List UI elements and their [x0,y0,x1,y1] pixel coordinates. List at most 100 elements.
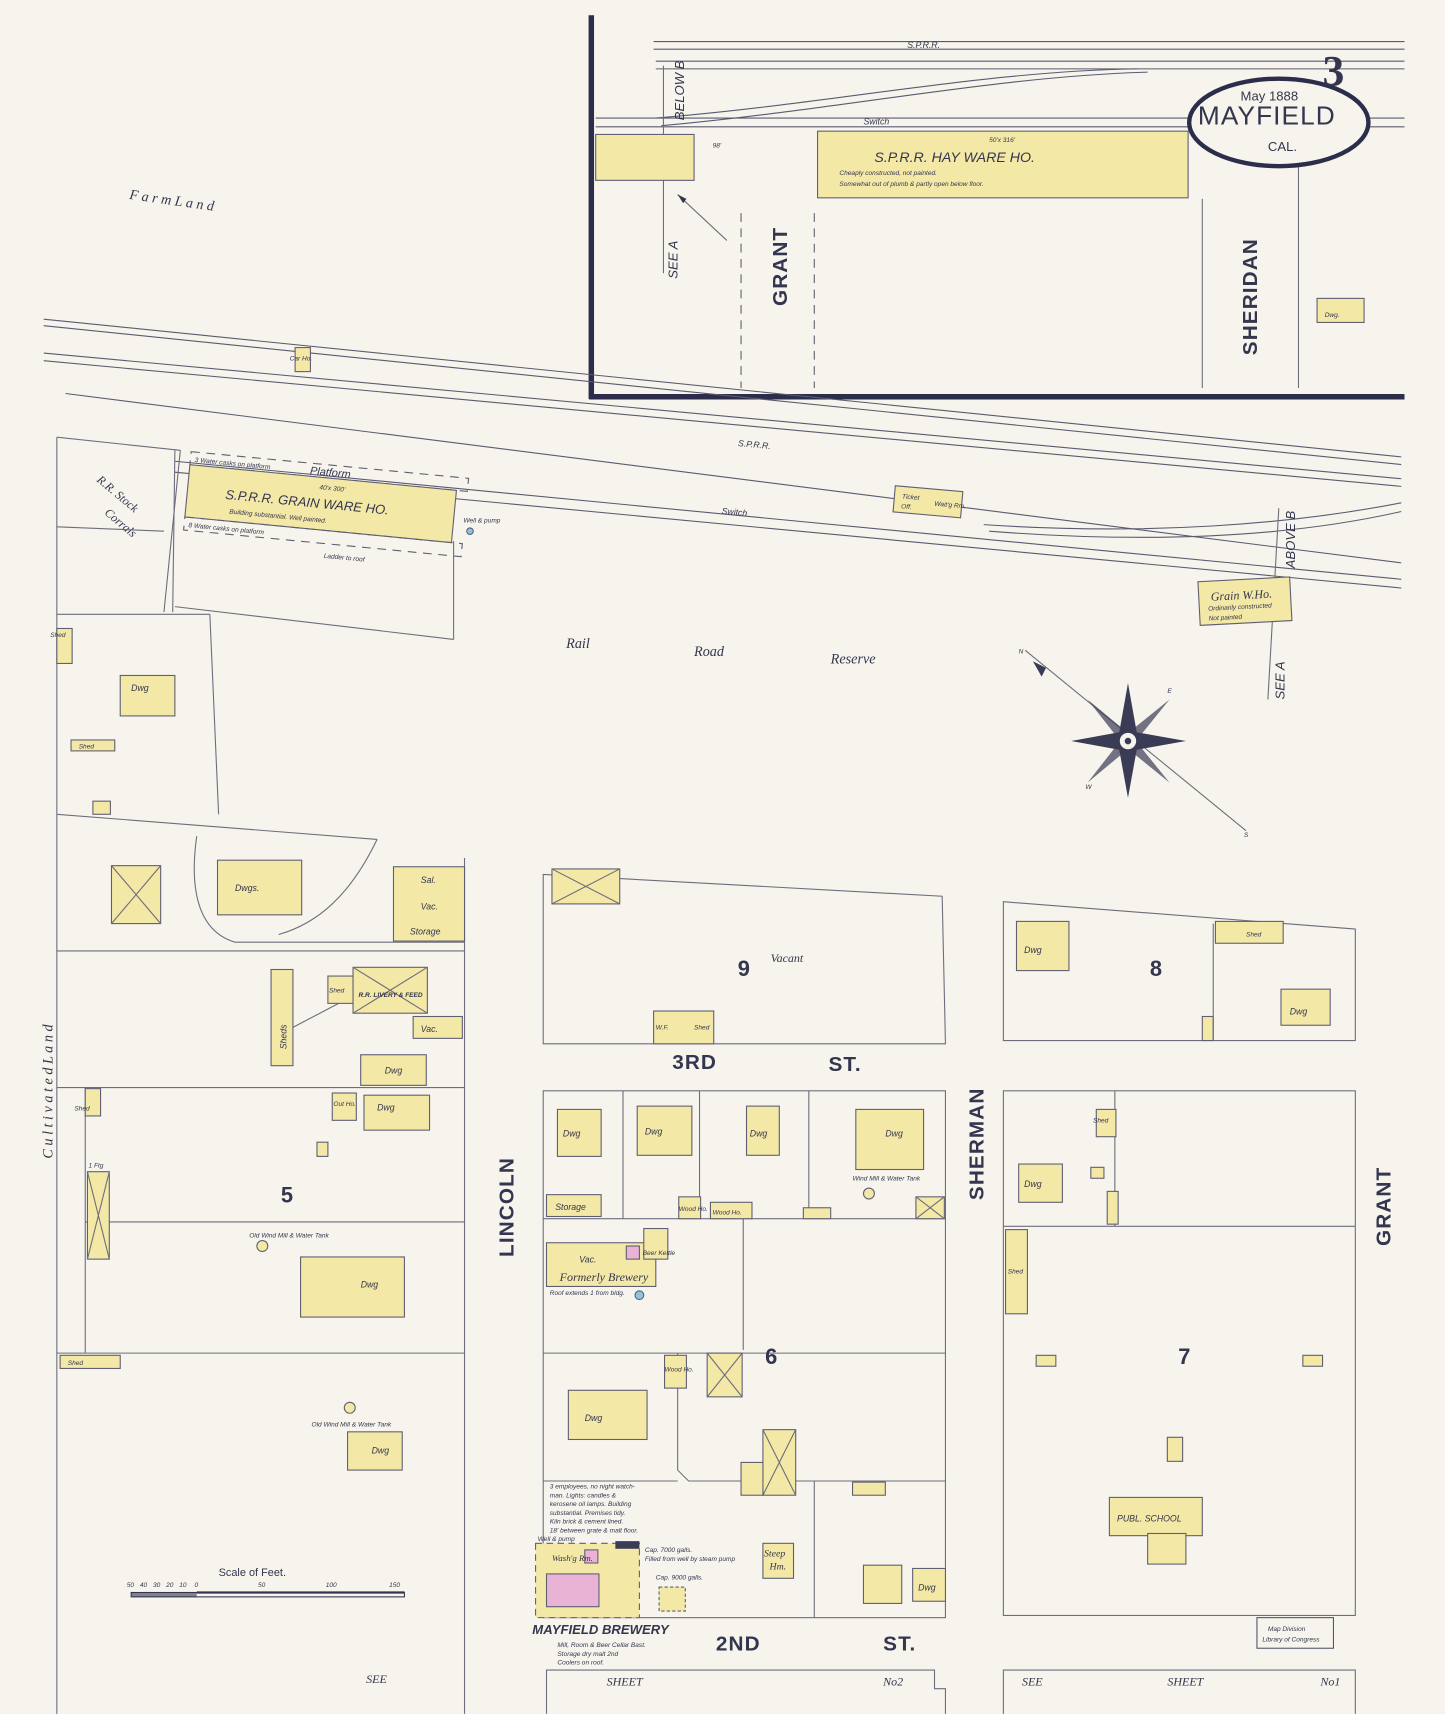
svg-text:30: 30 [153,1582,161,1589]
inset-distance: 98' [713,143,722,150]
above-b-ref: ABOVE B [1283,511,1298,570]
footer-references: SEE SHEET No2 SEE SHEET No1 [366,1669,1356,1714]
svg-text:Shed: Shed [68,1360,84,1367]
svg-text:Wind Mill & Water Tank: Wind Mill & Water Tank [853,1175,921,1182]
svg-text:Scale of Feet.: Scale of Feet. [219,1567,286,1579]
main-railroad-label: S.P.R.R. [738,438,772,451]
street-sherman: SHERMAN [966,1088,989,1201]
svg-text:Ticket: Ticket [902,493,921,502]
svg-text:18' between grate & malt floor: 18' between grate & malt floor. [550,1527,639,1534]
svg-text:Ladder to roof: Ladder to roof [323,553,365,564]
svg-text:Kiln brick & cement lined.: Kiln brick & cement lined. [550,1519,624,1526]
svg-text:Library of Congress: Library of Congress [1262,1637,1320,1644]
block-8-number: 8 [1150,956,1162,981]
svg-text:Shed: Shed [50,632,66,639]
street-3rd: 3RD [672,1051,717,1074]
svg-text:Sal.: Sal. [421,875,436,885]
svg-text:Road: Road [693,644,725,660]
inset-railroad-label: S.P.R.R. [907,40,940,50]
svg-text:SEE: SEE [366,1672,387,1686]
compass-rose: N E W S [1019,649,1249,840]
block-8: Dwg Shed Dwg 8 [1002,901,1356,1042]
main-switch-label: Switch [721,506,748,518]
grain-warehouse: 3 Water casks on platform Platform 40'x … [183,451,470,564]
svg-text:substantial. Premises tidy.: substantial. Premises tidy. [550,1510,626,1517]
svg-text:Sheds: Sheds [278,1024,288,1049]
svg-text:Map Division: Map Division [1268,1626,1306,1633]
svg-text:Out Ho.: Out Ho. [333,1101,356,1108]
svg-text:ST.: ST. [883,1632,916,1655]
svg-text:Shed: Shed [79,744,95,751]
svg-text:Coolers on roof.: Coolers on roof. [557,1660,604,1667]
block-6-number: 6 [765,1344,777,1369]
see-a-ref-main: SEE A [1272,661,1287,699]
svg-text:PUBL. SCHOOL: PUBL. SCHOOL [1117,1513,1182,1523]
svg-text:Shed: Shed [329,987,345,994]
svg-text:Shed: Shed [74,1105,90,1112]
svg-text:SEE: SEE [1022,1674,1043,1688]
see-a-ref: SEE A [666,240,681,278]
svg-text:40'x 300': 40'x 300' [319,484,346,494]
svg-text:10: 10 [179,1582,187,1589]
svg-text:SHEET: SHEET [607,1674,644,1688]
svg-text:MAYFIELD BREWERY: MAYFIELD BREWERY [532,1622,670,1637]
mayfield-brewery: 3 employees, no night watch- man. Lights… [532,1484,735,1667]
svg-text:Wood Ho.: Wood Ho. [713,1209,742,1216]
svg-text:Dwgs.: Dwgs. [235,883,259,893]
inset-street-grant: GRANT [769,227,792,306]
svg-text:Filled from well by steam pump: Filled from well by steam pump [645,1556,736,1563]
hay-warehouse: 50'x 316' S.P.R.R. HAY WARE HO. Cheaply … [817,130,1189,199]
north-arrow-icon [1032,661,1047,677]
svg-text:Cap. 7000 galls.: Cap. 7000 galls. [645,1547,692,1554]
inset-tracks [595,40,1405,128]
svg-text:ST.: ST. [828,1053,861,1076]
svg-text:Dwg: Dwg [563,1129,581,1139]
svg-text:Old Wind Mill & Water Tank: Old Wind Mill & Water Tank [312,1421,392,1428]
svg-text:Vac.: Vac. [579,1254,596,1264]
street-lincoln: LINCOLN [496,1157,519,1257]
svg-text:Dwg.: Dwg. [1325,312,1340,319]
inset-dwelling [1316,297,1365,323]
svg-text:3 employees, no night watch-: 3 employees, no night watch- [550,1484,636,1491]
town-name: MAYFIELD [1198,101,1336,131]
inset-map: S.P.R.R. Switch BELOW B SEE A 98' 50'x 3… [588,15,1405,400]
svg-text:Shed: Shed [1008,1268,1024,1275]
ticket-office: Ticket Off. Wait'g Rm. [892,485,966,519]
svg-text:40: 40 [140,1582,148,1589]
svg-text:Wait'g Rm.: Wait'g Rm. [934,501,966,511]
svg-text:Dwg: Dwg [1290,1006,1308,1016]
svg-text:S: S [1244,832,1249,839]
west-buildings: Shed Dwg Shed Dwgs. Sal. Vac. Storage Sh… [50,627,466,1471]
svg-text:Car Ho.: Car Ho. [290,356,313,363]
svg-text:Dwg: Dwg [918,1582,936,1592]
svg-text:Well & pump: Well & pump [538,1536,575,1543]
library-stamp: Map Division Library of Congress [1256,1617,1335,1649]
svg-text:Vacant: Vacant [771,951,804,965]
svg-text:Off.: Off. [901,503,912,511]
svg-text:Storage dry malt 2nd: Storage dry malt 2nd [557,1651,618,1658]
svg-text:50: 50 [258,1582,266,1589]
svg-text:Hm.: Hm. [768,1562,786,1573]
sheet-date: May 1888 [1241,89,1299,104]
block-9-number: 9 [738,956,750,981]
block-9: Vacant W.F. Shed 9 [542,868,947,1045]
svg-text:kerosene oil lamps. Building: kerosene oil lamps. Building [550,1501,632,1508]
block-7-number: 7 [1178,1344,1190,1369]
svg-text:Shed: Shed [694,1025,710,1032]
svg-text:Ordinarily constructed: Ordinarily constructed [1208,602,1272,612]
rail-road-reserve-label: Rail [565,636,590,652]
west-lot-lines [56,436,466,1714]
street-2nd: 2ND [716,1632,761,1655]
svg-text:Dwg: Dwg [1024,945,1042,955]
arrow-head-icon [677,194,687,204]
svg-text:Platform: Platform [309,465,351,481]
car-house [294,347,311,373]
svg-text:Well & pump: Well & pump [463,517,500,524]
inset-switch-label: Switch [863,117,889,127]
svg-text:Wood Ho.: Wood Ho. [679,1206,708,1213]
svg-text:Dwg: Dwg [385,1065,403,1075]
svg-text:Dwg: Dwg [372,1446,390,1456]
title-cartouche: May 1888 MAYFIELD CAL. 3 [1186,47,1371,169]
